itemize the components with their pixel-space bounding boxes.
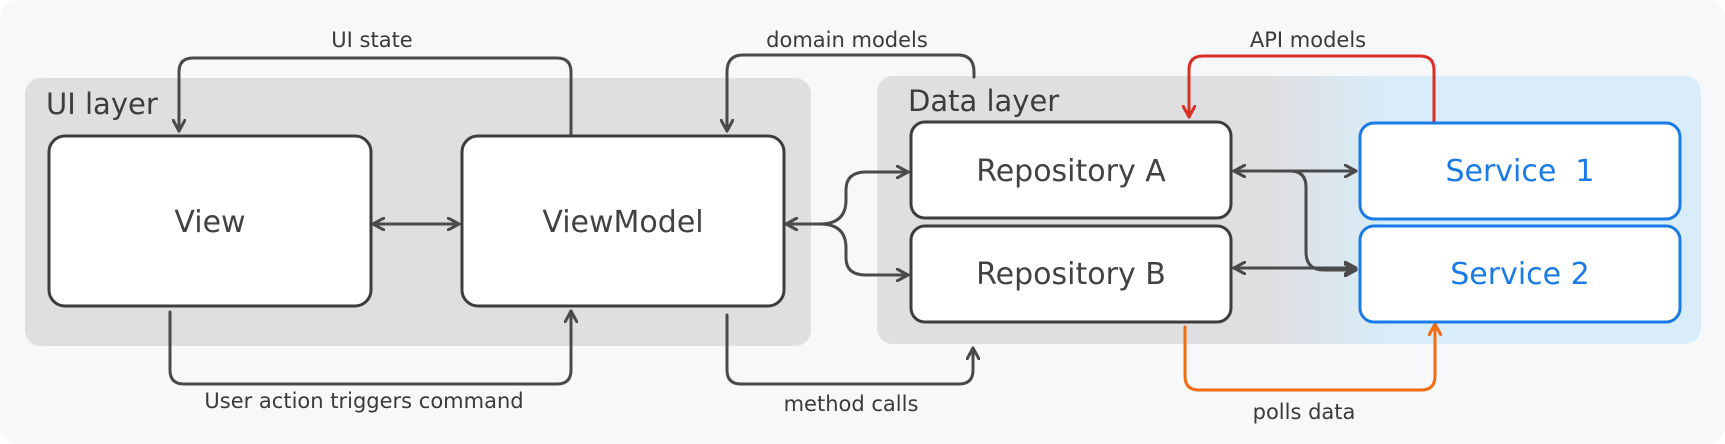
api-models-label: API models <box>1250 28 1366 52</box>
method-calls-label: method calls <box>784 392 919 416</box>
service-2-label: Service 2 <box>1450 257 1590 292</box>
repository-a-box[interactable]: Repository A <box>909 120 1233 220</box>
service-1-label: Service 1 <box>1445 154 1594 189</box>
method-calls-arrow <box>725 313 973 386</box>
repository-b-box[interactable]: Repository B <box>909 224 1233 324</box>
polls-data-arrow <box>1183 322 1435 392</box>
view-box[interactable]: View <box>47 134 373 308</box>
ui-state-arrow <box>179 56 573 136</box>
user-action-label: User action triggers command <box>204 389 523 413</box>
ui-state-label: UI state <box>331 28 412 52</box>
viewmodel-label: ViewModel <box>542 205 703 240</box>
service-2-box[interactable]: Service 2 <box>1358 224 1682 324</box>
repository-a-label: Repository A <box>976 154 1166 189</box>
viewmodel-box[interactable]: ViewModel <box>460 134 786 308</box>
api-models-arrow <box>1189 54 1436 124</box>
view-label: View <box>174 205 245 240</box>
viewmodel-to-repository-a-arrow <box>818 172 910 226</box>
domain-models-arrow <box>727 53 976 133</box>
ui-layer-label: UI layer <box>46 87 158 121</box>
user-action-arrow <box>168 309 571 386</box>
repository-b-label: Repository B <box>976 257 1166 292</box>
polls-data-label: polls data <box>1253 400 1356 424</box>
data-layer-label: Data layer <box>908 84 1059 118</box>
domain-models-label: domain models <box>766 28 928 52</box>
service-1-box[interactable]: Service 1 <box>1358 121 1682 221</box>
viewmodel-to-repository-b-arrow <box>818 222 910 275</box>
